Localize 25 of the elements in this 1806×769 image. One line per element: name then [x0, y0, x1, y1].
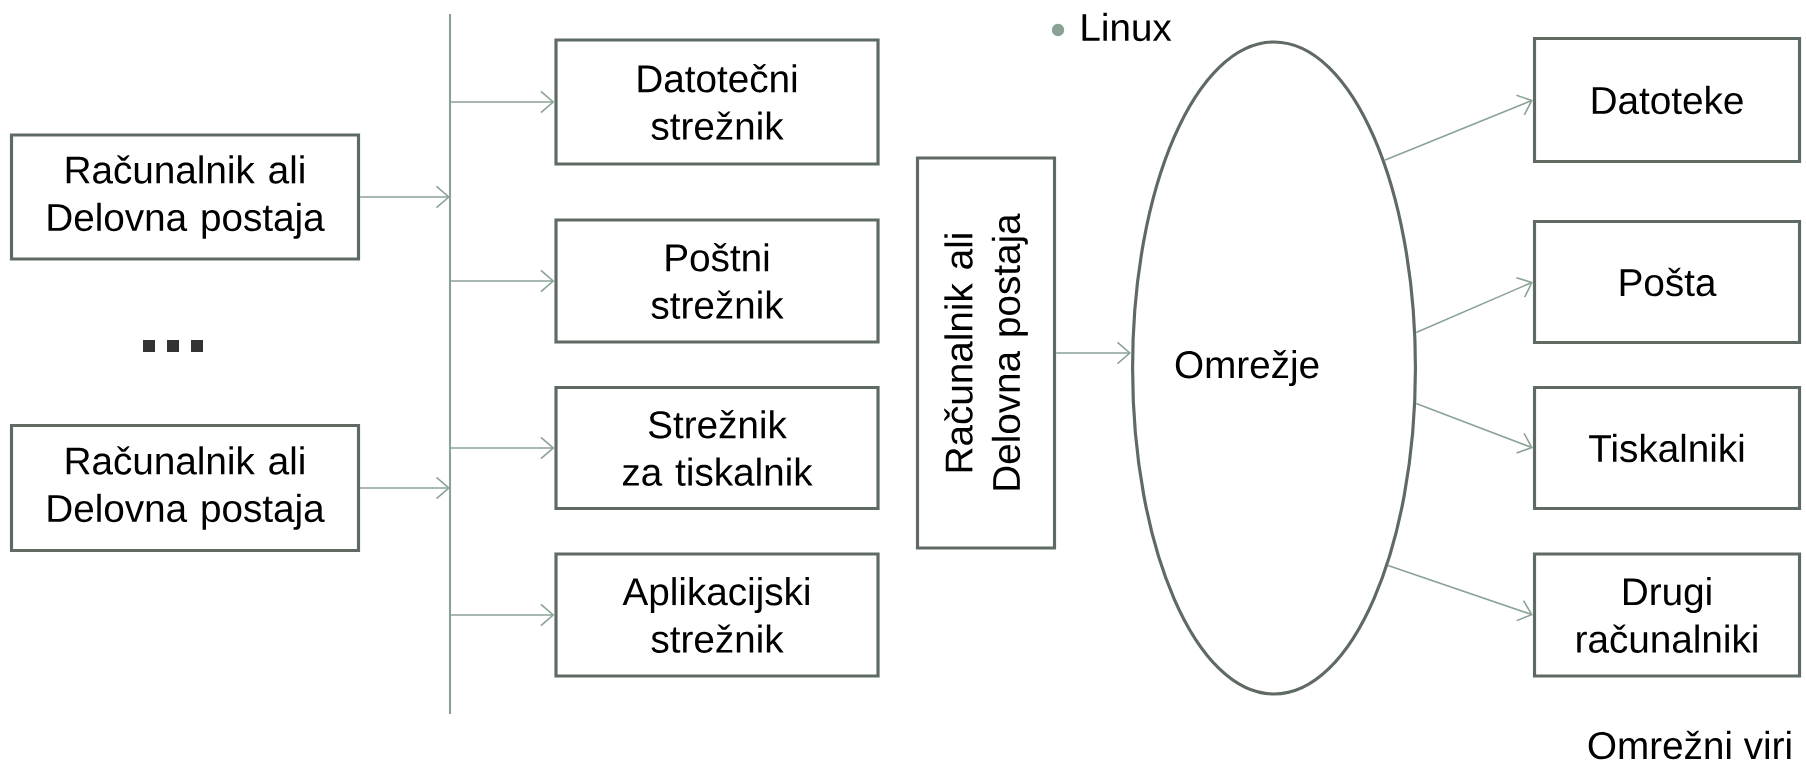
arrow — [1415, 402, 1533, 454]
arrow — [359, 476, 450, 500]
arrow — [449, 90, 555, 114]
arrow — [449, 603, 555, 627]
bus-line — [448, 12, 452, 716]
process-box: Poštni strežnik — [554, 218, 880, 344]
arrow — [449, 269, 555, 293]
process-box: Datotečni strežnik — [554, 38, 880, 166]
process-box: Računalnik ali Delovna postaja — [9, 423, 361, 553]
arrow — [359, 185, 450, 209]
bullet-item: Linux — [1082, 12, 1172, 42]
process-box: Tiskalniki — [1532, 385, 1802, 511]
arrow — [1383, 94, 1533, 161]
process-box: Aplikacijski strežnik — [554, 552, 880, 678]
arrow — [1055, 341, 1131, 365]
arrow — [1415, 276, 1533, 334]
process-box: Datoteke — [1532, 36, 1802, 164]
process-box: Drugi računalniki — [1532, 552, 1802, 678]
process-box: Pošta — [1532, 219, 1802, 345]
process-box: Strežnik za tiskalnik — [554, 385, 880, 511]
process-box: Računalnik ali Delovna postaja — [9, 133, 361, 261]
process-box: Računalnik ali Delovna postaja — [915, 156, 1057, 550]
arrow — [1387, 564, 1533, 622]
arrow — [449, 436, 555, 460]
caption-text: Omrežni viri — [1588, 730, 1791, 760]
